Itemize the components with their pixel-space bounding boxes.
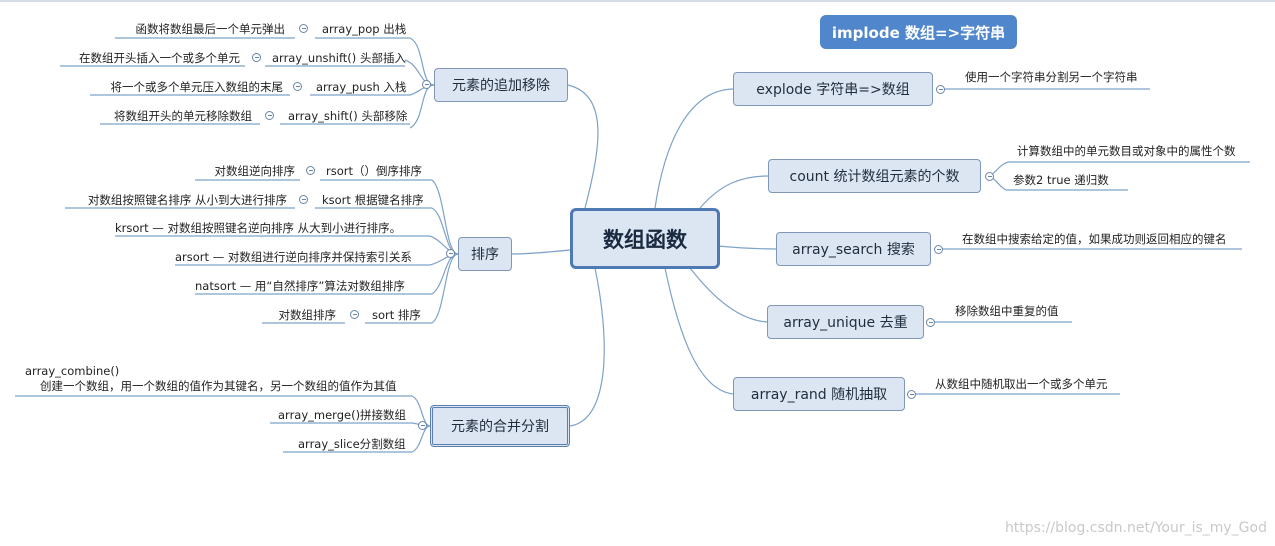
watermark: https://blog.csdn.net/Your_is_my_God	[1004, 520, 1267, 536]
leaf-desc: 移除数组中重复的值	[955, 304, 1059, 318]
leaf-func: array_slice分割数组	[298, 437, 406, 451]
leaf-func: sort 排序	[372, 308, 421, 322]
collapse-icon[interactable]	[926, 318, 935, 327]
leaf-func: krsort — 对数组按照键名逆向排序 从大到小进行排序。	[115, 221, 402, 235]
leaf-func: array_pop 出栈	[322, 22, 407, 36]
topic-explode[interactable]: explode 字符串=>数组	[733, 72, 933, 106]
leaf-func: natsort — 用“自然排序”算法对数组排序	[195, 279, 405, 293]
top-border	[0, 0, 1275, 2]
leaf-desc: 在数组开头插入一个或多个单元	[79, 51, 240, 65]
leaf-desc: 函数将数组最后一个单元弹出	[135, 22, 286, 36]
line-center-rand	[664, 267, 734, 395]
leaf-func: rsort（）倒序排序	[326, 164, 422, 178]
line-center-count	[699, 175, 769, 209]
leaf-func: array_merge()拼接数组	[278, 408, 407, 422]
collapse-icon[interactable]	[306, 166, 315, 175]
line-center-search	[717, 245, 777, 250]
collapse-icon[interactable]	[422, 80, 431, 89]
topic-array-rand[interactable]: array_rand 随机抽取	[733, 377, 905, 411]
leaf-desc: 从数组中随机取出一个或多个单元	[935, 377, 1108, 391]
leaf-func: ksort 根据键名排序	[322, 193, 424, 207]
line-center-merge	[569, 267, 605, 427]
leaf-desc: 对数组逆向排序	[214, 164, 296, 178]
topic-count[interactable]: count 统计数组元素的个数	[768, 159, 981, 193]
collapse-icon[interactable]	[936, 85, 945, 94]
leaf-desc: 对数组按照键名排序 从小到大进行排序	[87, 193, 287, 207]
implode-badge[interactable]: implode 数组=>字符串	[820, 15, 1017, 49]
leaf-desc: 对数组排序	[278, 308, 337, 322]
collapse-icon[interactable]	[299, 24, 308, 33]
line-center-sort	[511, 249, 571, 255]
collapse-icon[interactable]	[299, 195, 308, 204]
collapse-icon[interactable]	[252, 53, 261, 62]
leaf-func: array_shift() 头部移除	[288, 109, 408, 123]
collapse-icon[interactable]	[350, 310, 359, 319]
line-center-unique	[689, 267, 768, 323]
leaf-func: array_unshift() 头部插入	[272, 51, 406, 65]
topic-add-remove[interactable]: 元素的追加移除	[434, 68, 568, 102]
topic-sort[interactable]: 排序	[458, 237, 512, 271]
collapse-icon[interactable]	[265, 111, 274, 120]
leaf-desc: 参数2 true 递归数	[1013, 173, 1109, 187]
leaf-func: array_push 入栈	[316, 80, 407, 94]
collapse-icon[interactable]	[907, 390, 916, 399]
leaf-desc: 在数组中搜索给定的值，如果成功则返回相应的键名	[962, 232, 1227, 246]
collapse-icon[interactable]	[293, 82, 302, 91]
topic-array-search[interactable]: array_search 搜索	[776, 232, 931, 266]
collapse-icon[interactable]	[985, 172, 994, 181]
collapse-icon[interactable]	[934, 245, 943, 254]
leaf-func: arsort — 对数组进行逆向排序并保持索引关系	[175, 250, 412, 264]
line-center-explode	[654, 88, 734, 209]
leaf-desc: 计算数组中的单元数目或对象中的属性个数	[1017, 144, 1236, 158]
collapse-icon[interactable]	[446, 249, 455, 258]
leaf-desc: 使用一个字符串分割另一个字符串	[965, 70, 1138, 84]
central-topic[interactable]: 数组函数	[570, 208, 720, 269]
topic-array-unique[interactable]: array_unique 去重	[767, 305, 924, 339]
leaf-desc: 将数组开头的单元移除数组	[114, 109, 252, 123]
leaf-desc: 将一个或多个单元压入数组的末尾	[110, 80, 284, 94]
line-center-add-remove	[567, 84, 599, 209]
topic-merge-split[interactable]: 元素的合并分割	[430, 405, 570, 447]
collapse-icon[interactable]	[418, 421, 427, 430]
leaf-desc: 创建一个数组，用一个数组的值作为其键名，另一个数组的值作为其值	[40, 379, 397, 393]
leaf-func: array_combine()	[25, 364, 120, 378]
